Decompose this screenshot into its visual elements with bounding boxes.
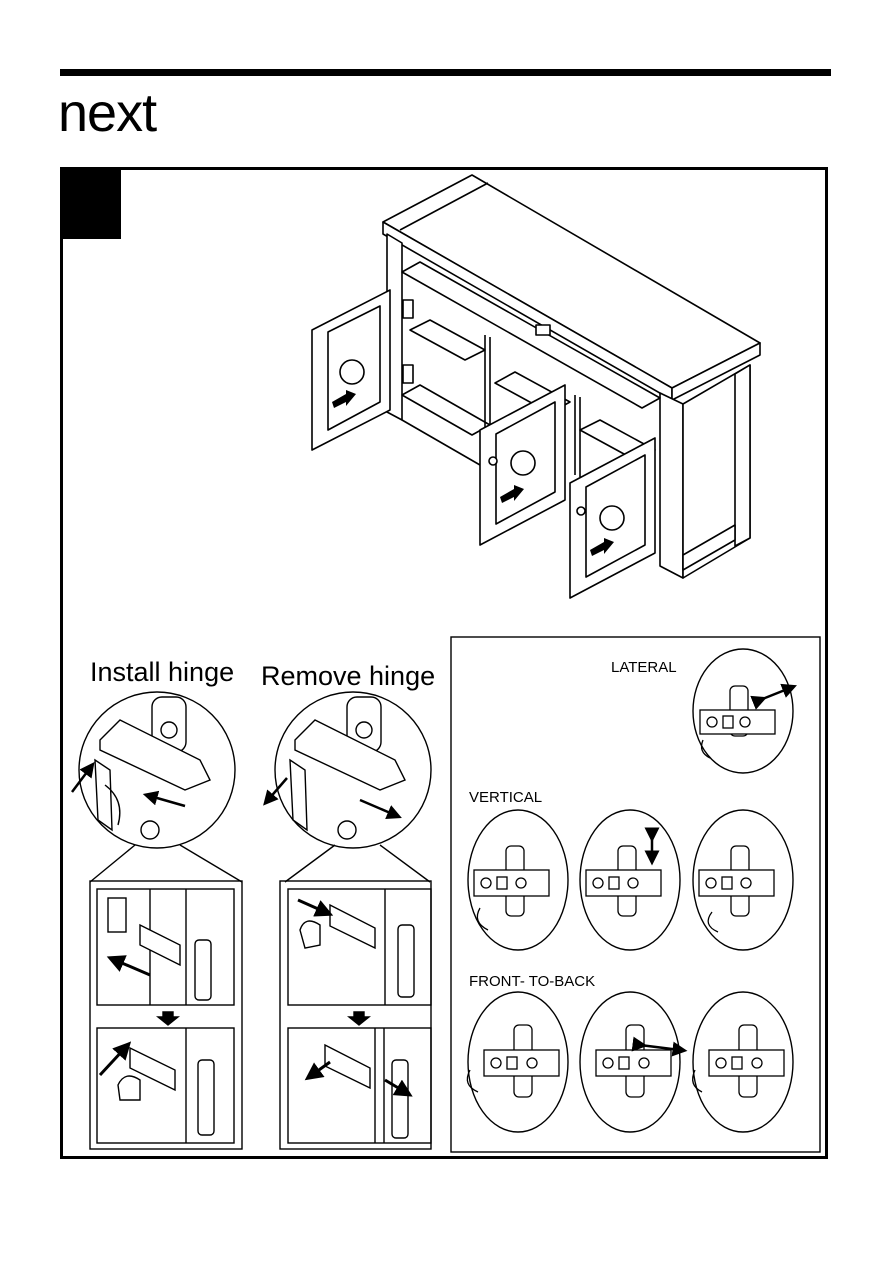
install-hinge-title: Install hinge bbox=[90, 657, 235, 687]
install-hinge-steps bbox=[89, 880, 243, 1150]
remove-hinge-detail bbox=[263, 691, 432, 883]
screwdriver-icon bbox=[466, 739, 719, 1093]
hinge-plates bbox=[473, 685, 785, 1098]
brand-logo: next bbox=[58, 83, 157, 143]
cabinet-illustration bbox=[311, 174, 761, 599]
step-number-box bbox=[61, 168, 121, 239]
adjustment-panel-border bbox=[450, 636, 821, 1153]
front-to-back-label: FRONT- TO-BACK bbox=[469, 973, 596, 990]
remove-hinge-title: Remove hinge bbox=[261, 661, 436, 691]
door-arrow-icon bbox=[332, 390, 614, 556]
lateral-label: LATERAL bbox=[611, 659, 677, 676]
install-hinge-detail bbox=[71, 691, 243, 883]
adjustment-hinge-details bbox=[467, 648, 794, 1133]
instruction-frame bbox=[60, 167, 828, 1159]
remove-hinge-steps bbox=[279, 880, 432, 1150]
double-arrow-icon bbox=[631, 683, 797, 1057]
header-rule bbox=[60, 69, 831, 76]
vertical-label: VERTICAL bbox=[469, 789, 543, 806]
